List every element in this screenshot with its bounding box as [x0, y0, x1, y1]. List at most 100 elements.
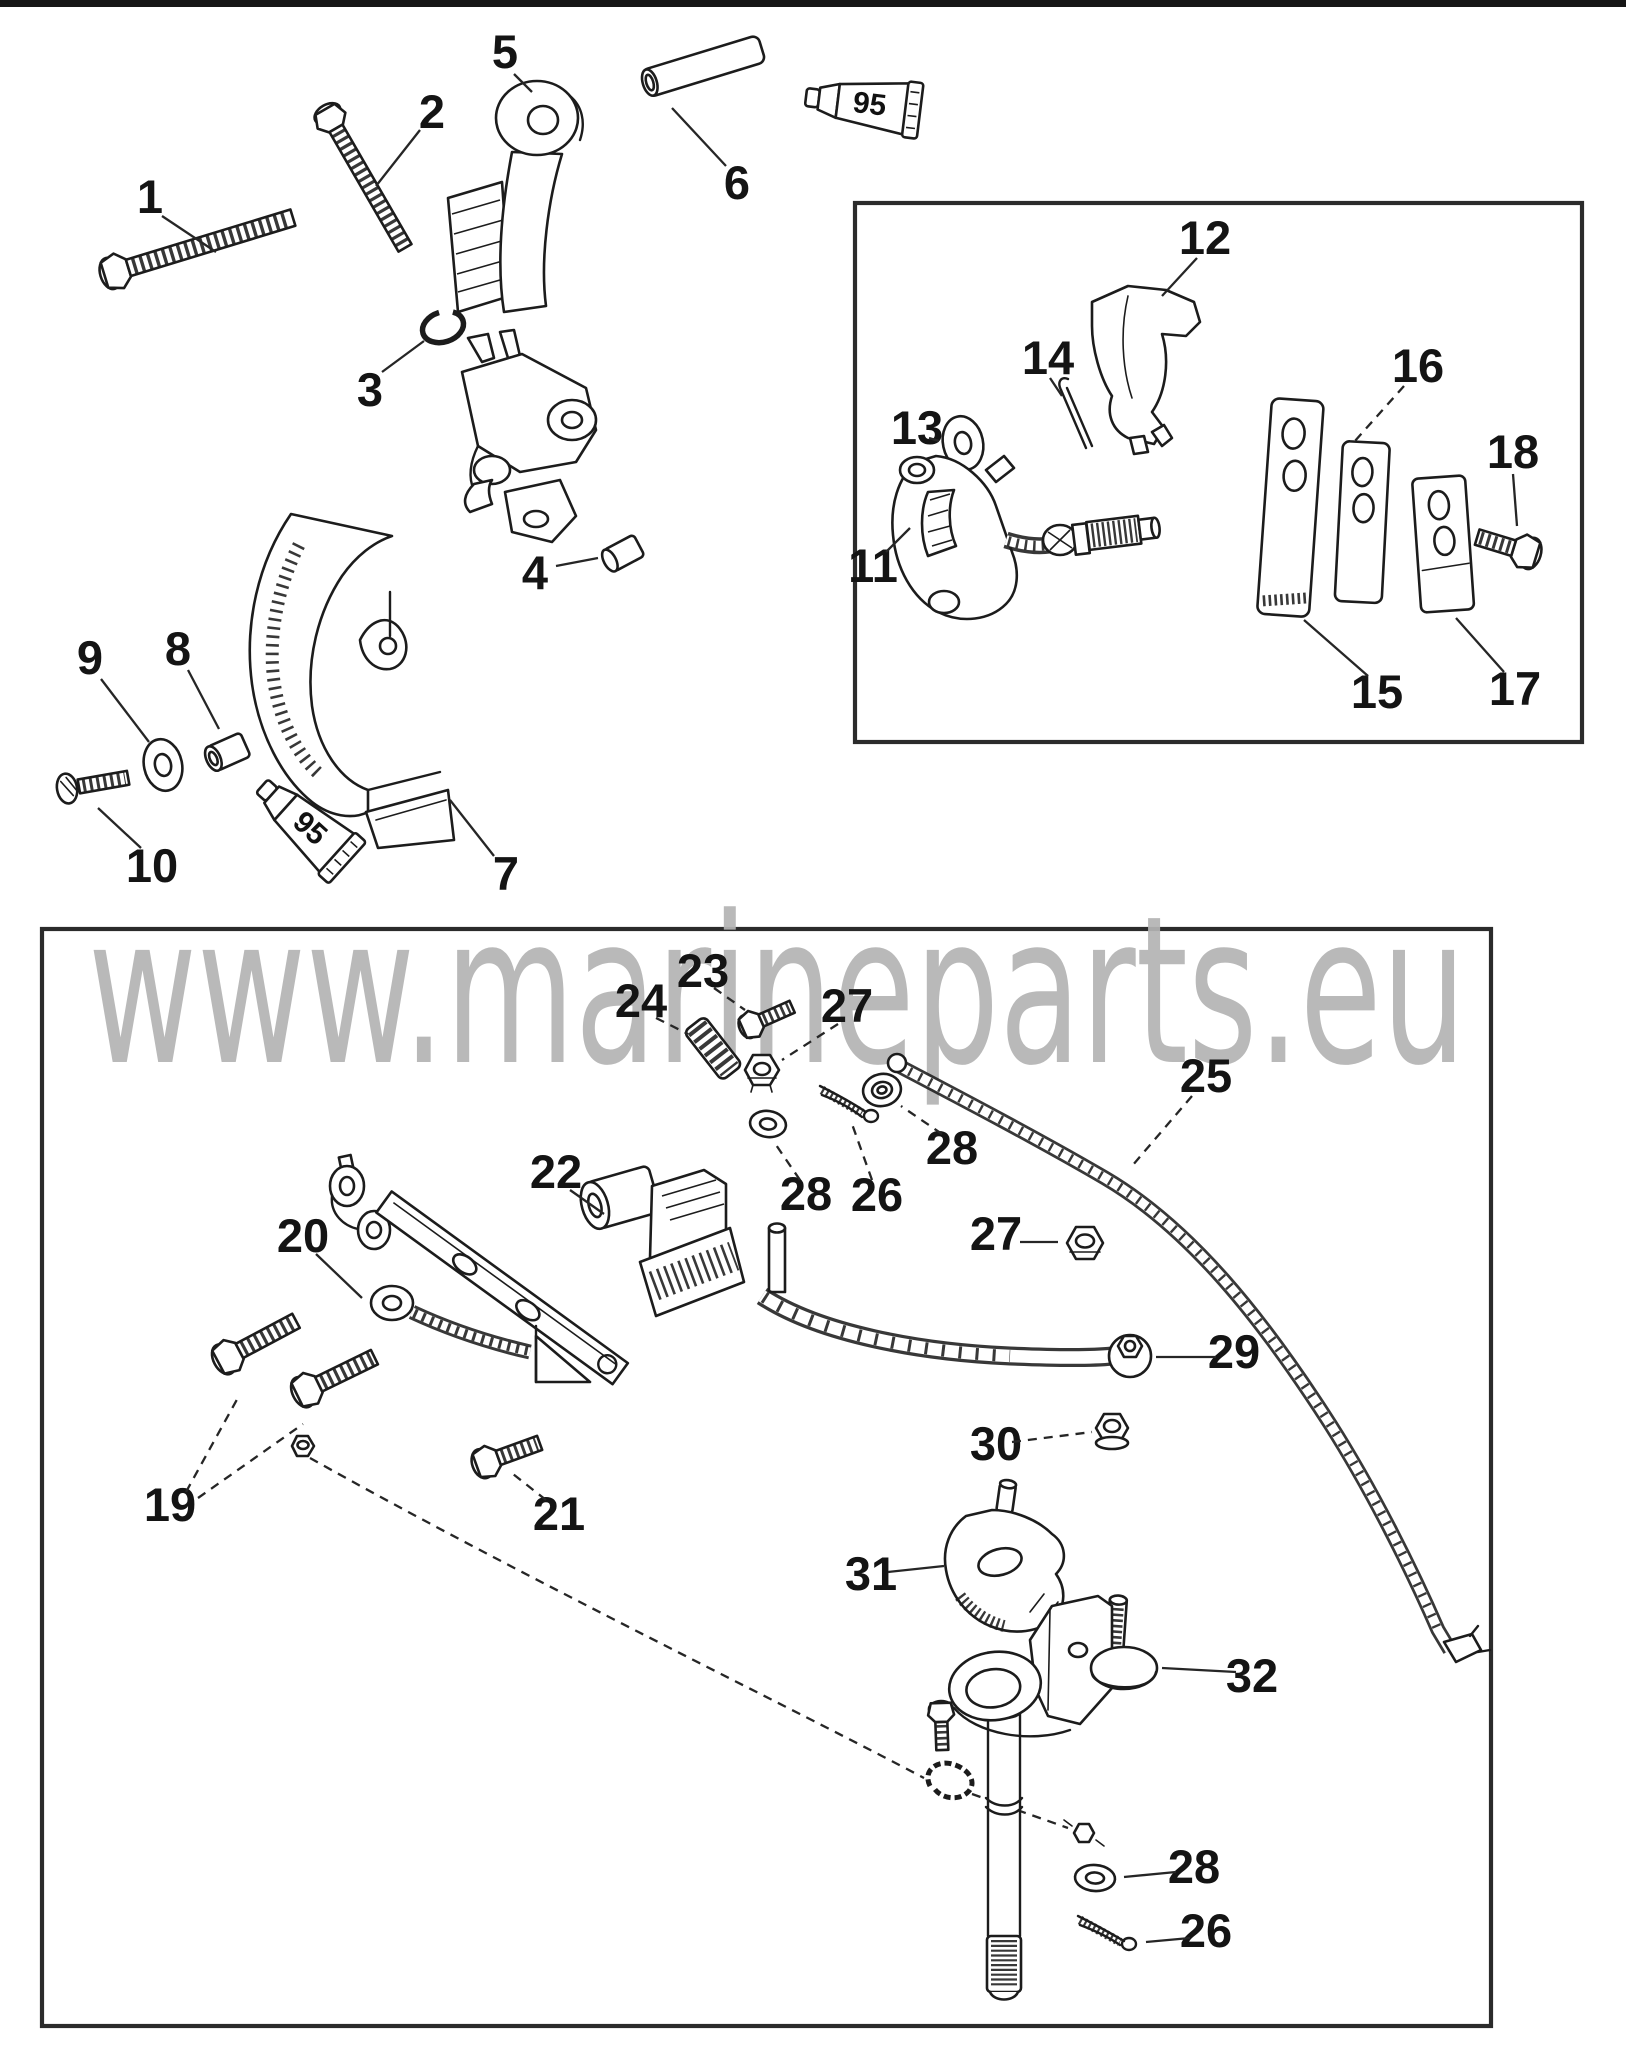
leader-18	[1511, 473, 1519, 527]
callout-15: 15	[1351, 665, 1403, 718]
leader-1	[161, 215, 217, 253]
part-32-bracket-shaft	[947, 1594, 1159, 2001]
small-bolt	[926, 1699, 956, 1752]
part-19-bolts	[210, 1312, 380, 1409]
part-26-cotter-a	[818, 1084, 880, 1124]
callout-19: 19	[144, 1478, 196, 1531]
leader-7	[449, 799, 495, 857]
callout-31: 31	[845, 1547, 897, 1600]
leader-30	[1011, 1430, 1093, 1444]
part-10-screw	[55, 769, 131, 805]
part-29-link-arm	[756, 1222, 1153, 1379]
part-15-link-plate	[1256, 397, 1325, 618]
callout-26b: 26	[1180, 1904, 1232, 1957]
leader-28a	[773, 1141, 801, 1181]
leader-15	[1303, 619, 1369, 677]
part-13-washer	[941, 414, 985, 472]
lower-box-linkage: www.marineparts.eu 25 23 24	[39, 872, 1494, 2029]
leader-16	[1353, 385, 1405, 443]
part-17-link-plate	[1411, 474, 1476, 614]
callout-1: 1	[137, 170, 163, 223]
callout-7: 7	[493, 847, 519, 900]
callout-5: 5	[492, 25, 518, 78]
leader-5	[513, 73, 533, 93]
grease-tube-95-b: 95	[255, 779, 367, 884]
callout-9: 9	[77, 631, 103, 684]
callout-2: 2	[419, 85, 445, 138]
callout-27a: 27	[821, 979, 873, 1032]
leader-17	[1455, 617, 1505, 673]
callout-28c: 28	[1168, 1840, 1220, 1893]
callout-29: 29	[1208, 1325, 1260, 1378]
callout-30: 30	[970, 1417, 1022, 1470]
retaining-clip	[925, 1760, 975, 1801]
part-26-cotter-b	[1076, 1914, 1138, 1952]
lower-box-border	[39, 926, 1494, 2029]
leader-2	[375, 129, 421, 187]
callout-20: 20	[277, 1209, 329, 1262]
leader-4	[555, 556, 599, 568]
part-14-pin	[1058, 377, 1094, 450]
callout-22: 22	[530, 1145, 582, 1198]
small-nut	[290, 1434, 316, 1458]
callout-14: 14	[1022, 331, 1074, 384]
leader-24	[655, 1016, 689, 1036]
leader-10	[97, 807, 142, 849]
part-27-locknut-a	[743, 1053, 781, 1093]
callout-8: 8	[165, 622, 191, 675]
leader-20	[315, 1253, 363, 1299]
inset-box-shift-shaft: 12 14 13	[848, 200, 1585, 745]
callout-12: 12	[1179, 211, 1231, 264]
part-22-shift-plunger	[579, 1165, 746, 1318]
part-2-bolt	[313, 101, 413, 253]
callout-25: 25	[1180, 1049, 1232, 1102]
leader-11	[885, 527, 911, 553]
callout-16: 16	[1392, 339, 1444, 392]
callout-28a: 28	[780, 1167, 832, 1220]
leader-26a	[850, 1123, 874, 1181]
part-9-washer	[142, 737, 184, 793]
callout-27b: 27	[970, 1207, 1022, 1260]
leader-3	[381, 340, 425, 373]
part-12-shift-cam	[1090, 284, 1202, 456]
leader-32	[1161, 1666, 1237, 1674]
callout-23: 23	[677, 944, 729, 997]
leader-21	[512, 1473, 547, 1501]
leader-6	[671, 107, 727, 167]
assembly-dashed-line-a	[309, 1456, 925, 1780]
leader-8	[186, 669, 221, 730]
callout-3: 3	[357, 363, 383, 416]
leader-28c	[1123, 1870, 1177, 1879]
part-28-washer-c	[1073, 1863, 1117, 1893]
part-23-bolt	[737, 999, 797, 1040]
callout-13: 13	[891, 401, 943, 454]
part-11-shift-crank	[891, 454, 1161, 621]
part-30-flange-nut	[1094, 1412, 1130, 1451]
callout-10: 10	[126, 839, 178, 892]
part-4-bushing	[600, 534, 645, 573]
leader-19b	[197, 1423, 304, 1499]
part-7-bracket-plate	[248, 512, 456, 850]
part-6-pivot-tube	[640, 35, 766, 97]
leader-31	[887, 1564, 945, 1574]
part-5-lever-block	[460, 328, 598, 544]
inset-box-border	[852, 200, 1585, 745]
part-5-link-arm	[494, 79, 584, 314]
leader-23	[713, 987, 746, 1011]
callout-26a: 26	[851, 1168, 903, 1221]
part-16-link-plate	[1333, 440, 1391, 605]
part-28-washer-a	[748, 1109, 788, 1139]
part-25-shift-rod	[886, 1052, 1492, 1664]
callout-28b: 28	[926, 1121, 978, 1174]
part-20-lever-arm	[328, 1153, 630, 1386]
leader-28b	[900, 1105, 943, 1135]
leader-19a	[184, 1393, 242, 1493]
part-31-detent-cam	[943, 1478, 1066, 1633]
part-1-hex-flange-bolt	[98, 208, 297, 291]
callout-17: 17	[1489, 662, 1541, 715]
callout-4: 4	[522, 546, 548, 599]
leader-22	[569, 1189, 605, 1215]
callout-6: 6	[724, 156, 750, 209]
